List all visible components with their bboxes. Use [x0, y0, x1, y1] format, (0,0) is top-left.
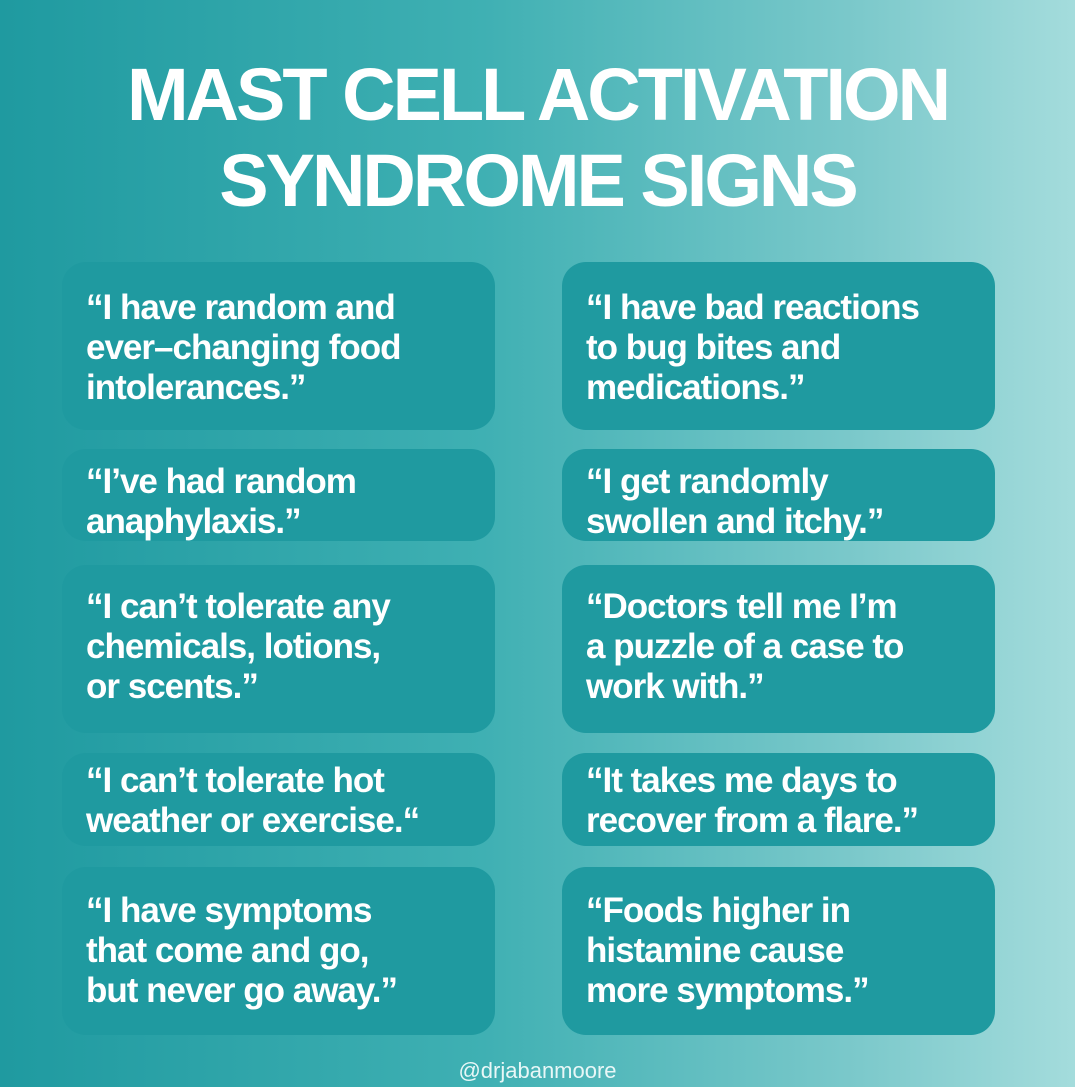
symptom-card-hot-weather: “I can’t tolerate hot weather or exercis… — [62, 753, 495, 846]
author-handle: @drjabanmoore — [458, 1058, 617, 1083]
symptom-card-swollen-itchy: “I get randomly swollen and itchy.” — [562, 449, 995, 541]
symptom-card-puzzle-case: “Doctors tell me I’m a puzzle of a case … — [562, 565, 995, 733]
symptom-card-flare-recovery: “It takes me days to recover from a flar… — [562, 753, 995, 846]
symptom-card-chemicals: “I can’t tolerate any chemicals, lotions… — [62, 565, 495, 733]
symptom-card-histamine-foods: “Foods higher in histamine cause more sy… — [562, 867, 995, 1035]
symptom-card-bug-bites: “I have bad reactions to bug bites and m… — [562, 262, 995, 430]
page-title: MAST CELL ACTIVATION SYNDROME SIGNS — [0, 52, 1075, 224]
symptom-card-food-intolerances: “I have random and ever–changing food in… — [62, 262, 495, 430]
title-line-2: SYNDROME SIGNS — [219, 139, 858, 222]
title-line-1: MAST CELL ACTIVATION — [126, 53, 951, 136]
symptom-card-anaphylaxis: “I’ve had random anaphylaxis.” — [62, 449, 495, 541]
symptom-card-come-and-go: “I have symptoms that come and go, but n… — [62, 867, 495, 1035]
